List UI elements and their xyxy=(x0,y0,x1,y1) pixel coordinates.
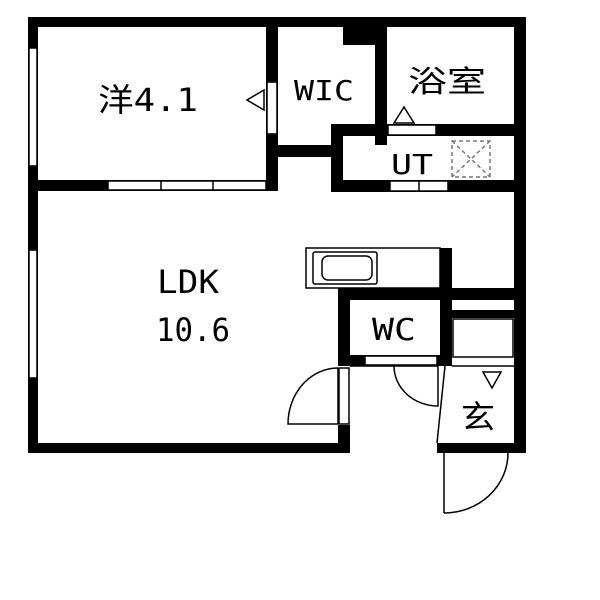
triangle-western xyxy=(245,88,265,112)
wall-left xyxy=(28,17,38,453)
wall-wc-right xyxy=(440,288,452,366)
wall-wic-bottom xyxy=(266,145,336,157)
wall-entrance-stub xyxy=(338,425,350,453)
wall-storage-shelf xyxy=(452,310,514,318)
triangle-bath xyxy=(392,105,416,124)
washer-diagonal xyxy=(451,140,491,178)
entrance-step xyxy=(436,365,446,444)
label-wic: WIC xyxy=(294,74,354,107)
wall-ut-left xyxy=(331,124,343,192)
window-left-upper xyxy=(28,47,38,167)
door-wc-opening xyxy=(364,355,438,366)
label-ldk: LDK xyxy=(157,263,220,301)
door-bath-opening xyxy=(387,124,437,136)
wall-right xyxy=(514,17,526,453)
door-swings xyxy=(245,88,509,514)
kitchen-sink-outer xyxy=(312,251,378,285)
door-wc-arc xyxy=(393,365,439,407)
label-ldk-size: 10.6 xyxy=(156,311,230,349)
wall-bottom xyxy=(28,443,350,453)
wall-kitchen-right xyxy=(440,248,452,300)
door-ldk-arc xyxy=(287,367,339,425)
wall-bottom-right xyxy=(437,443,526,453)
kitchen-sink-inner xyxy=(321,255,373,281)
wall-wic-right xyxy=(375,17,387,145)
wall-wc-left xyxy=(338,288,350,366)
label-entrance: 玄 xyxy=(461,398,495,436)
door-storage-opening xyxy=(452,318,514,358)
door-ldk-opening xyxy=(338,367,350,425)
door-entrance-arc xyxy=(443,452,509,514)
washer-diagonal xyxy=(451,140,491,178)
label-toilet: WC xyxy=(372,313,416,348)
label-utility: UT xyxy=(391,148,433,181)
door-western-opening xyxy=(266,81,278,135)
windows xyxy=(28,47,514,425)
window-left-lower xyxy=(28,249,38,379)
label-bath: 浴室 xyxy=(408,65,486,100)
triangle-entrance xyxy=(481,371,503,390)
window-western-ldk xyxy=(107,180,267,191)
fixtures xyxy=(305,140,514,444)
wall-wc-top xyxy=(338,288,514,300)
wall-ut-top xyxy=(331,124,387,136)
kitchen-counter xyxy=(305,247,441,289)
wall-wic-notch xyxy=(343,27,375,45)
washer-space xyxy=(451,140,491,178)
